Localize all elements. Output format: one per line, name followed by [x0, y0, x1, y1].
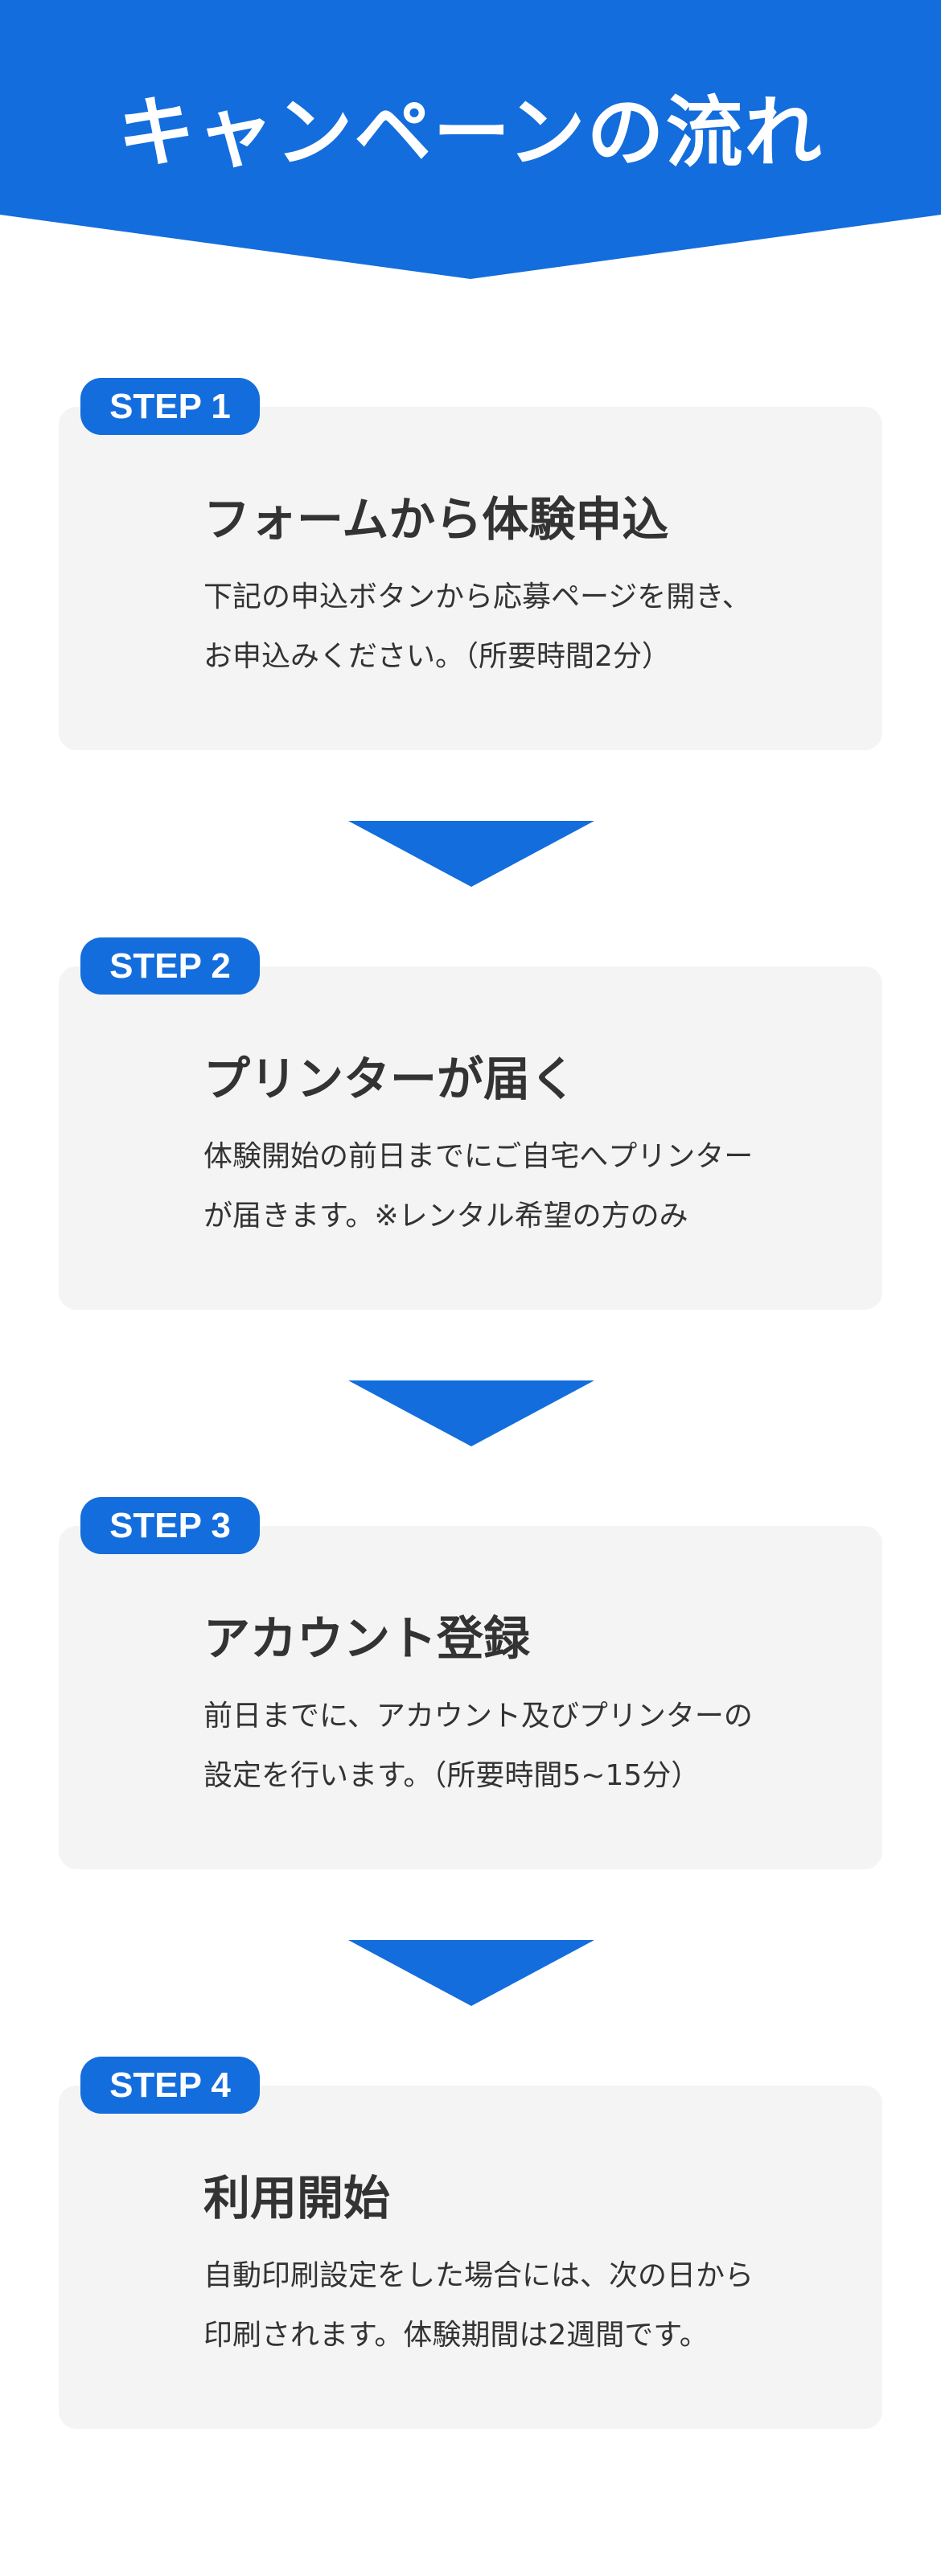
- step-card: 利用開始 自動印刷設定をした場合には、次の日から 印刷されます。体験期間は2週間…: [59, 2086, 882, 2429]
- description-line: 体験開始の前日までにご自宅へプリンター: [203, 1140, 754, 1173]
- step-badge: STEP 4: [80, 2057, 260, 2114]
- step-title: プリンターが届く: [203, 1052, 577, 1106]
- step-1: フォームから体験申込 下記の申込ボタンから応募ページを開き、 お申込みください。…: [0, 378, 941, 828]
- description-line: 設定を行います。（所要時間5~15分）: [203, 1759, 701, 1792]
- step-title: フォームから体験申込: [203, 492, 669, 547]
- step-card: プリンターが届く 体験開始の前日までにご自宅へプリンター が届きます。※レンタル…: [59, 966, 882, 1310]
- description-line: が届きます。※レンタル希望の方のみ: [203, 1200, 688, 1233]
- step-badge: STEP 2: [80, 937, 260, 995]
- description-line: 前日までに、アカウント及びプリンターの: [203, 1700, 753, 1733]
- down-arrow-icon: [348, 1940, 594, 2006]
- step-card: アカウント登録 前日までに、アカウント及びプリンターの 設定を行います。（所要時…: [59, 1526, 882, 1869]
- step-4: 利用開始 自動印刷設定をした場合には、次の日から 印刷されます。体験期間は2週間…: [0, 2057, 941, 2507]
- page-header: キャンペーンの流れ: [0, 0, 941, 280]
- step-3: アカウント登録 前日までに、アカウント及びプリンターの 設定を行います。（所要時…: [0, 1497, 941, 1947]
- page-title: キャンペーンの流れ: [117, 88, 824, 178]
- description-line: お申込みください。（所要時間2分）: [203, 640, 671, 673]
- step-description: 自動印刷設定をした場合には、次の日から 印刷されます。体験期間は2週間です。: [203, 2246, 895, 2365]
- step-title: アカウント登録: [203, 1611, 531, 1666]
- step-2: プリンターが届く 体験開始の前日までにご自宅へプリンター が届きます。※レンタル…: [0, 937, 941, 1388]
- description-line: 印刷されます。体験期間は2週間です。: [203, 2319, 709, 2352]
- step-title: 利用開始: [203, 2171, 391, 2225]
- header-banner-shape: [0, 0, 941, 279]
- step-card: フォームから体験申込 下記の申込ボタンから応募ページを開き、 お申込みください。…: [59, 407, 882, 750]
- step-description: 体験開始の前日までにご自宅へプリンター が届きます。※レンタル希望の方のみ: [203, 1127, 895, 1246]
- down-arrow-icon: [348, 1380, 594, 1446]
- step-description: 前日までに、アカウント及びプリンターの 設定を行います。（所要時間5~15分）: [203, 1687, 895, 1806]
- step-description: 下記の申込ボタンから応募ページを開き、 お申込みください。（所要時間2分）: [203, 568, 895, 687]
- step-badge: STEP 3: [80, 1497, 260, 1554]
- description-line: 自動印刷設定をした場合には、次の日から: [203, 2259, 754, 2292]
- step-badge: STEP 1: [80, 378, 260, 435]
- description-line: 下記の申込ボタンから応募ページを開き、: [203, 580, 751, 613]
- down-arrow-icon: [348, 821, 594, 887]
